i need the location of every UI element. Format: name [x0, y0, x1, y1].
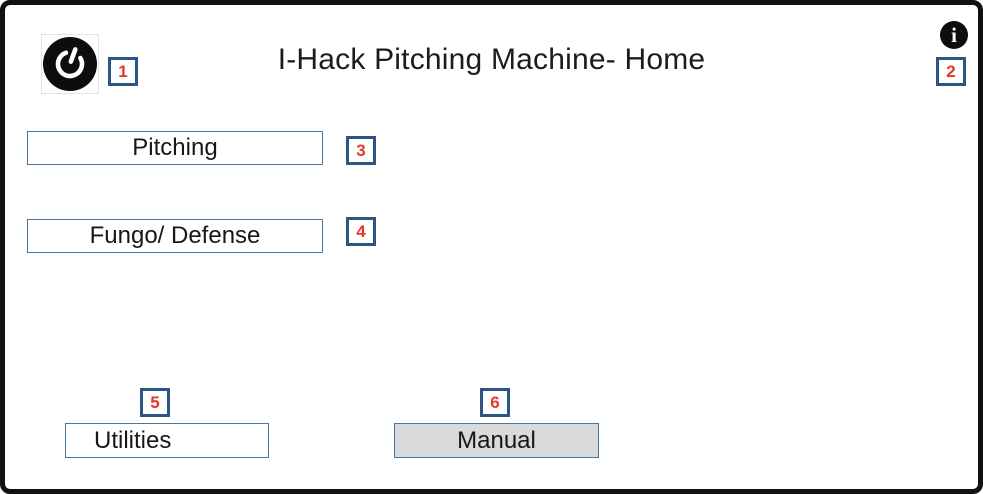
power-button[interactable] — [41, 34, 99, 94]
annotation-badge-2: 2 — [936, 57, 966, 86]
annotation-badge-4: 4 — [346, 217, 376, 246]
utilities-button[interactable]: Utilities — [65, 423, 269, 458]
annotation-badge-5: 5 — [140, 388, 170, 417]
annotation-badge-3: 3 — [346, 136, 376, 165]
pitching-button[interactable]: Pitching — [27, 131, 323, 165]
power-icon — [42, 36, 98, 92]
page-title: I-Hack Pitching Machine- Home — [277, 43, 706, 76]
manual-button[interactable]: Manual — [394, 423, 599, 458]
info-icon[interactable]: i — [940, 21, 968, 49]
annotation-badge-6: 6 — [480, 388, 510, 417]
fungo-defense-button[interactable]: Fungo/ Defense — [27, 219, 323, 253]
annotation-badge-1: 1 — [108, 57, 138, 86]
